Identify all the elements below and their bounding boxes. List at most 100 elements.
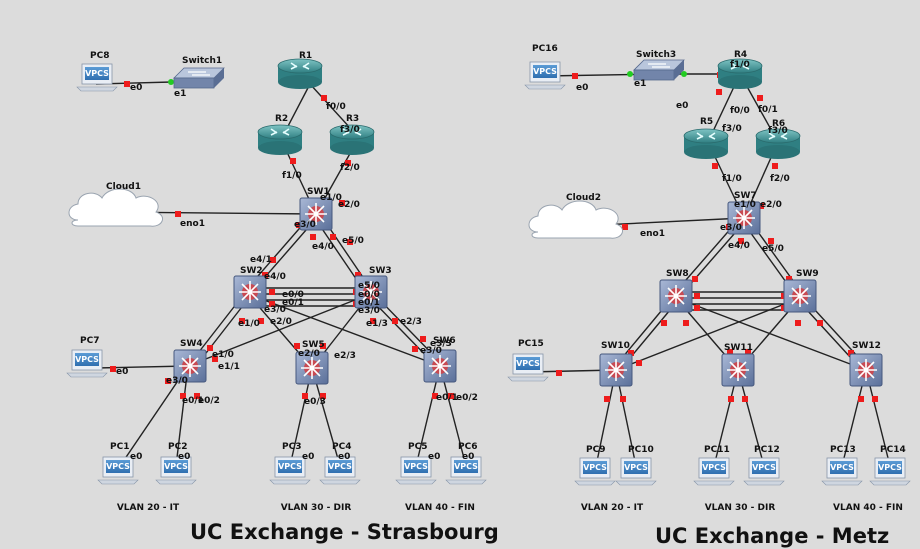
node-label: SW4 <box>180 339 203 349</box>
port-label: f0/0 <box>326 102 346 112</box>
node-label: SW11 <box>724 343 753 353</box>
port-label: e2/3 <box>400 317 422 327</box>
metz-labels: PC16 Switch3 R4 R5 R6 Cloud2 SW7 SW8 SW9… <box>518 44 906 548</box>
strasbourg-labels: PC8 Switch1 R1 R2 R3 Cloud1 SW1 SW2 SW3 … <box>80 51 499 544</box>
node-label: R2 <box>275 114 288 124</box>
port-label: e0 <box>676 101 688 111</box>
node-label: R4 <box>734 50 747 60</box>
port-label: e1/3 <box>366 319 388 329</box>
port-label: e2/0 <box>760 200 782 210</box>
port-label: e1 <box>634 79 646 89</box>
l3-switch-node[interactable] <box>849 353 883 387</box>
node-label: PC11 <box>704 445 730 455</box>
vlan-label: VLAN 40 - FIN <box>405 503 475 513</box>
port-label: e1/0 <box>320 193 342 203</box>
node-label: SW9 <box>796 269 819 279</box>
port-label: e0 <box>116 367 128 377</box>
pc-node[interactable] <box>615 457 657 486</box>
site-title: UC Exchange - Metz <box>655 524 889 548</box>
port-label: e1/0 <box>734 200 756 210</box>
port-label: f3/0 <box>340 125 360 135</box>
cloud-node[interactable] <box>528 200 624 239</box>
cloud-node[interactable] <box>68 188 164 227</box>
pc-node[interactable] <box>743 457 785 486</box>
node-label: PC13 <box>830 445 856 455</box>
port-label: f2/0 <box>340 163 360 173</box>
port-label: e0 <box>462 452 474 462</box>
node-label: SW1 <box>307 187 330 197</box>
node-label: Cloud2 <box>566 193 601 203</box>
port-label: e0 <box>338 452 350 462</box>
node-label: PC8 <box>90 51 109 61</box>
node-label: PC9 <box>586 445 605 455</box>
node-label: SW7 <box>734 191 757 201</box>
port-label: eno1 <box>180 219 205 229</box>
port-label: f1/0 <box>722 174 742 184</box>
l3-switch-node[interactable] <box>721 353 755 387</box>
node-label: SW10 <box>601 341 630 351</box>
pc-node[interactable] <box>524 61 566 90</box>
pc-node[interactable] <box>507 353 549 382</box>
node-label: PC15 <box>518 339 544 349</box>
l3-switch-node[interactable] <box>659 279 693 313</box>
port-label: f3/0 <box>768 126 788 136</box>
node-label: PC3 <box>282 442 301 452</box>
port-label: e3/0 <box>358 306 380 316</box>
port-label: e0/1 <box>358 298 380 308</box>
router-node[interactable] <box>257 124 303 156</box>
node-label: PC16 <box>532 44 558 54</box>
port-label: e0/0 <box>358 290 380 300</box>
node-label: PC2 <box>168 442 187 452</box>
port-label: f2/0 <box>770 174 790 184</box>
node-label: Switch1 <box>182 56 222 66</box>
pc-node[interactable] <box>574 457 616 486</box>
node-label: SW2 <box>240 266 263 276</box>
pc-node[interactable] <box>693 457 735 486</box>
port-label: e3/0 <box>720 223 742 233</box>
switch-node[interactable] <box>633 59 685 81</box>
pc-node[interactable] <box>869 457 911 486</box>
node-label: PC7 <box>80 336 99 346</box>
port-label: e5/0 <box>342 236 364 246</box>
node-label: SW3 <box>369 266 392 276</box>
port-label: e4/0 <box>264 272 286 282</box>
pc-node[interactable] <box>66 349 108 378</box>
port-label: e0/3 <box>304 397 326 407</box>
l3-switch-node[interactable] <box>599 353 633 387</box>
port-label: f1/0 <box>730 60 750 70</box>
port-label: e0 <box>178 452 190 462</box>
port-label: e0 <box>130 452 142 462</box>
switch-node[interactable] <box>173 67 225 89</box>
node-label: PC1 <box>110 442 129 452</box>
port-label: e1/0 <box>212 350 234 360</box>
port-label: e0/2 <box>456 393 478 403</box>
port-label: e0/1 <box>282 298 304 308</box>
node-label: R5 <box>700 117 713 127</box>
router-node[interactable] <box>277 58 323 90</box>
port-label: e0 <box>302 452 314 462</box>
port-label: e2/0 <box>270 317 292 327</box>
port-label: e1/0 <box>238 319 260 329</box>
port-label: e3/0 <box>420 346 442 356</box>
port-label: e1/1 <box>218 362 240 372</box>
pc-node[interactable] <box>76 63 118 92</box>
status-dots <box>168 71 687 85</box>
node-label: R6 <box>772 119 785 129</box>
pc-node[interactable] <box>821 457 863 486</box>
l3-switch-node[interactable] <box>783 279 817 313</box>
node-label: Cloud1 <box>106 182 141 192</box>
l3-switch-node[interactable] <box>233 275 267 309</box>
port-label: e5/0 <box>358 281 380 291</box>
vlan-label: VLAN 30 - DIR <box>281 503 352 513</box>
port-label: e3/0 <box>294 220 316 230</box>
port-label: e4/0 <box>312 242 334 252</box>
node-label: PC4 <box>332 442 351 452</box>
port-label: e0/1 <box>436 393 458 403</box>
site-title: UC Exchange - Strasbourg <box>190 520 499 544</box>
port-label: e0 <box>428 452 440 462</box>
port-label: e3/0 <box>264 305 286 315</box>
port-label: e2/3 <box>334 351 356 361</box>
vlan-label: VLAN 30 - DIR <box>705 503 776 513</box>
port-label: e4/0 <box>728 241 750 251</box>
